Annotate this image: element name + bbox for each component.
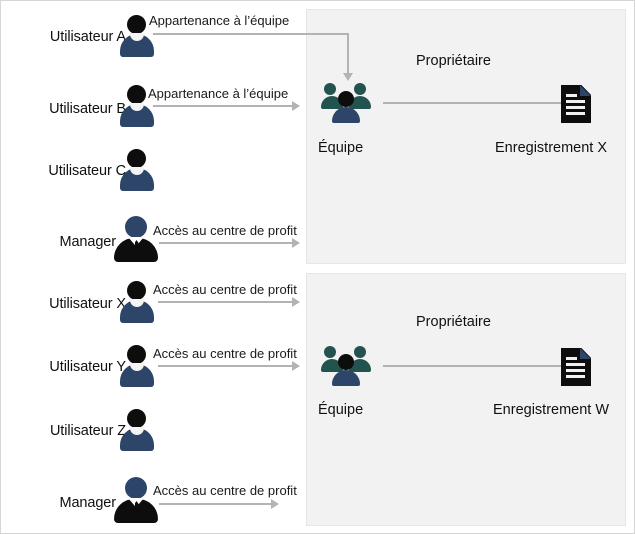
- team-member-head-right: [354, 346, 366, 358]
- panel-title-top: Propriétaire: [416, 53, 491, 69]
- team-member-body-left: [321, 359, 343, 372]
- document-line: [566, 106, 585, 109]
- document-line: [566, 369, 585, 372]
- user-body: [120, 168, 154, 191]
- document-line: [566, 357, 577, 360]
- team-member-body-center: [332, 370, 360, 386]
- user-body: [120, 104, 154, 127]
- team-icon: [321, 346, 371, 386]
- user-collar: [130, 167, 144, 175]
- team-member-head-center: [338, 354, 354, 370]
- manager-tie: [134, 240, 139, 253]
- user-head: [127, 409, 146, 428]
- relation-connector-manager-bottom-line: [159, 503, 273, 505]
- relation-label-utilisateur-x: Accès au centre de profit: [153, 282, 297, 297]
- relation-connector-a-arrowhead: [343, 73, 353, 81]
- user-body: [120, 300, 154, 323]
- actor-label-utilisateur-a: Utilisateur A: [49, 29, 126, 45]
- user-body: [120, 364, 154, 387]
- document-line: [566, 112, 585, 115]
- actor-label-utilisateur-c: Utilisateur C: [48, 163, 126, 179]
- user-icon: [118, 281, 156, 323]
- owner-panel-bottom: [306, 273, 626, 526]
- user-collar: [130, 33, 144, 41]
- user-head: [127, 281, 146, 300]
- panel-title-bottom: Propriétaire: [416, 314, 491, 330]
- user-head: [127, 85, 146, 104]
- actor-label-utilisateur-b: Utilisateur B: [49, 101, 126, 117]
- user-body: [120, 428, 154, 451]
- team-member-head-left: [324, 346, 336, 358]
- relation-connector-a-horizontal: [153, 33, 349, 35]
- team-icon: [321, 83, 371, 123]
- relation-connector-manager-top-arrowhead: [292, 238, 300, 248]
- user-icon: [118, 85, 156, 127]
- document-icon: [561, 85, 591, 123]
- relation-connector-b-arrowhead: [292, 101, 300, 111]
- team-member-head-right: [354, 83, 366, 95]
- owner-panel-top: [306, 9, 626, 264]
- relation-label-utilisateur-b: Appartenance à l’équipe: [148, 86, 289, 101]
- relation-label-manager-bottom: Accès au centre de profit: [153, 483, 297, 498]
- user-icon: [118, 15, 156, 57]
- user-body: [120, 34, 154, 57]
- user-icon: [118, 409, 156, 451]
- user-icon: [118, 345, 156, 387]
- team-caption-bottom: Équipe: [318, 402, 364, 418]
- relation-connector-y-arrowhead: [292, 361, 300, 371]
- manager-icon: [114, 216, 158, 262]
- relation-connector-a-vertical: [347, 33, 349, 75]
- user-head: [127, 345, 146, 364]
- owner-arrow-line-top: [383, 102, 565, 104]
- manager-tie: [134, 501, 139, 514]
- user-collar: [130, 363, 144, 371]
- document-line: [566, 375, 585, 378]
- team-member-body-left: [321, 96, 343, 109]
- actor-label-manager-bottom: Manager: [59, 495, 116, 511]
- team-member-body-right: [349, 359, 371, 372]
- record-caption-bottom: Enregistrement W: [493, 402, 610, 418]
- team-caption-top: Équipe: [318, 140, 364, 156]
- document-sheet: [561, 348, 591, 386]
- document-line: [566, 94, 577, 97]
- actor-label-utilisateur-z: Utilisateur Z: [49, 423, 126, 439]
- user-head: [127, 15, 146, 34]
- manager-head: [125, 477, 147, 499]
- relation-connector-manager-top-line: [159, 242, 294, 244]
- relation-connector-x-line: [158, 301, 294, 303]
- actor-label-utilisateur-y: Utilisateur Y: [49, 359, 126, 375]
- record-caption-top: Enregistrement X: [495, 140, 608, 156]
- relation-label-manager-top: Accès au centre de profit: [153, 223, 297, 238]
- relation-connector-x-arrowhead: [292, 297, 300, 307]
- document-fold-corner: [580, 348, 591, 359]
- user-icon: [118, 149, 156, 191]
- relation-connector-b-line: [153, 105, 294, 107]
- manager-head: [125, 216, 147, 238]
- document-line: [566, 100, 585, 103]
- relation-label-utilisateur-y: Accès au centre de profit: [153, 346, 297, 361]
- user-collar: [130, 427, 144, 435]
- team-member-head-left: [324, 83, 336, 95]
- relation-label-utilisateur-a: Appartenance à l’équipe: [149, 13, 290, 28]
- document-fold-corner: [580, 85, 591, 96]
- team-member-head-center: [338, 91, 354, 107]
- user-collar: [130, 103, 144, 111]
- document-line: [566, 363, 585, 366]
- actor-label-utilisateur-x: Utilisateur X: [49, 296, 126, 312]
- actor-label-manager-top: Manager: [59, 234, 116, 250]
- relation-connector-manager-bottom-arrowhead: [271, 499, 279, 509]
- relation-connector-y-line: [158, 365, 294, 367]
- owner-arrow-line-bottom: [383, 365, 565, 367]
- team-member-body-right: [349, 96, 371, 109]
- manager-icon: [114, 477, 158, 523]
- document-icon: [561, 348, 591, 386]
- document-sheet: [561, 85, 591, 123]
- user-collar: [130, 299, 144, 307]
- user-head: [127, 149, 146, 168]
- team-member-body-center: [332, 107, 360, 123]
